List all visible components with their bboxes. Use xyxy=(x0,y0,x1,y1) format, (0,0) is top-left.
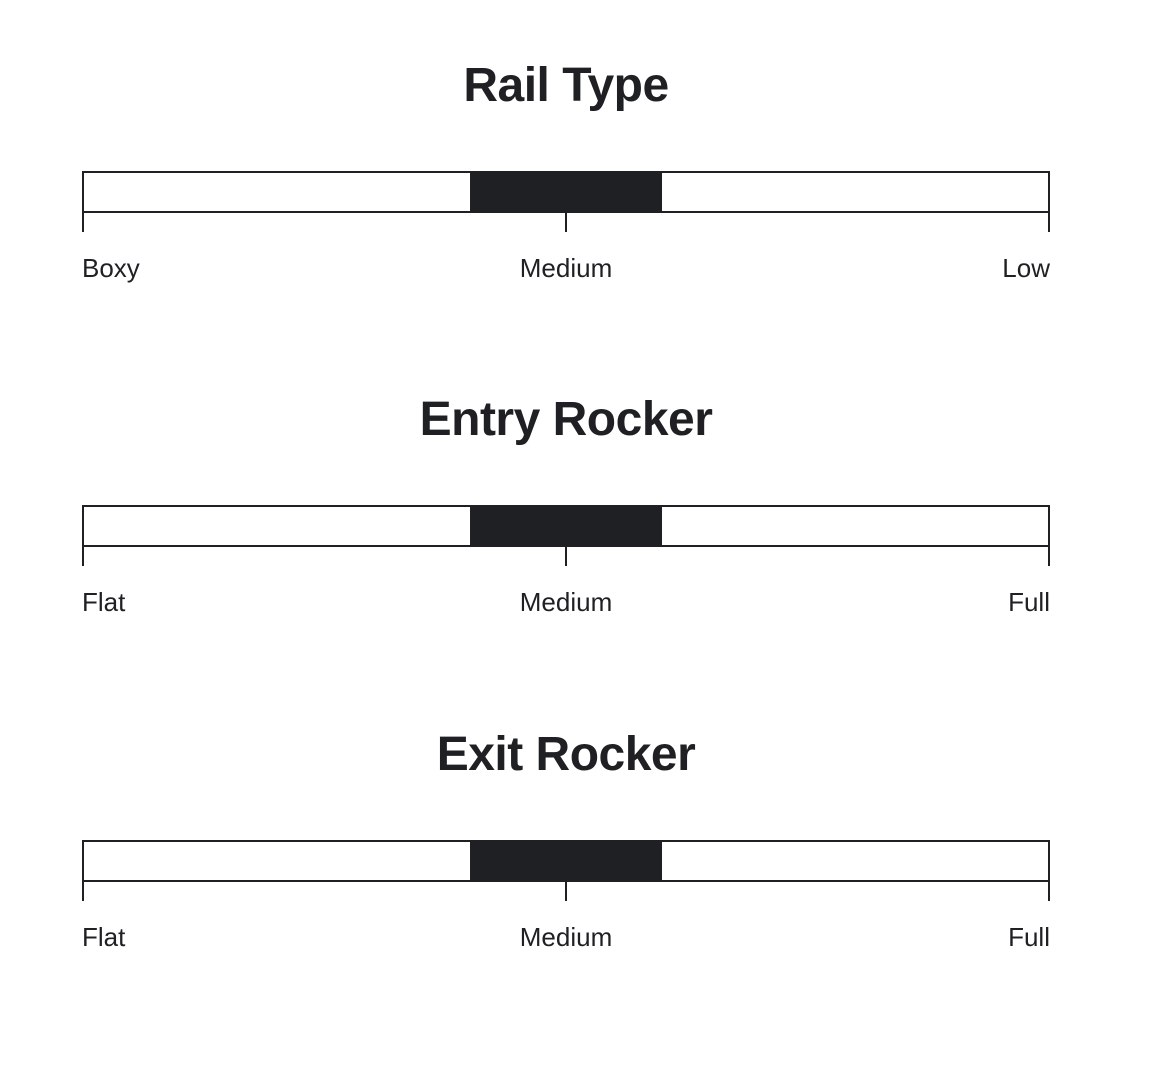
spec-title: Exit Rocker xyxy=(436,727,696,781)
scale-label-mid: Medium xyxy=(519,253,613,283)
scale-ticks xyxy=(82,882,1050,901)
scale-labels: Flat Medium Full xyxy=(82,920,1050,954)
tick-mark-end xyxy=(1048,213,1050,232)
spec-title: Entry Rocker xyxy=(419,392,713,446)
scale-labels: Boxy Medium Low xyxy=(82,251,1050,285)
tick-mark-start xyxy=(82,213,84,232)
scale-track[interactable] xyxy=(82,840,1050,882)
tick-mark-mid xyxy=(565,882,567,901)
scale-label-start: Flat xyxy=(82,587,126,617)
spec-scale[interactable]: Boxy Medium Low xyxy=(82,171,1050,285)
spec-block-exit-rocker: Exit Rocker Flat Medium Full xyxy=(0,691,1168,952)
spec-block-rail-type: Rail Type Boxy Medium Low xyxy=(0,22,1168,283)
scale-label-end: Full xyxy=(1008,587,1050,617)
scale-ticks xyxy=(82,547,1050,566)
tick-mark-start xyxy=(82,547,84,566)
tick-mark-mid xyxy=(565,213,567,232)
scale-label-start: Boxy xyxy=(82,253,140,283)
scale-track[interactable] xyxy=(82,505,1050,547)
spec-block-entry-rocker: Entry Rocker Flat Medium Full xyxy=(0,356,1168,617)
scale-label-mid: Medium xyxy=(519,587,613,617)
spec-scale[interactable]: Flat Medium Full xyxy=(82,505,1050,619)
scale-label-end: Low xyxy=(1002,253,1050,283)
spec-scale[interactable]: Flat Medium Full xyxy=(82,840,1050,954)
scale-fill-segment xyxy=(469,507,663,545)
tick-mark-end xyxy=(1048,547,1050,566)
tick-mark-mid xyxy=(565,547,567,566)
scale-labels: Flat Medium Full xyxy=(82,585,1050,619)
scale-fill-segment xyxy=(469,173,663,211)
scale-fill-segment xyxy=(469,842,663,880)
scale-label-start: Flat xyxy=(82,922,126,952)
scale-label-end: Full xyxy=(1008,922,1050,952)
scale-ticks xyxy=(82,213,1050,232)
scale-track[interactable] xyxy=(82,171,1050,213)
tick-mark-end xyxy=(1048,882,1050,901)
scale-label-mid: Medium xyxy=(519,922,613,952)
spec-title: Rail Type xyxy=(463,58,669,112)
tick-mark-start xyxy=(82,882,84,901)
